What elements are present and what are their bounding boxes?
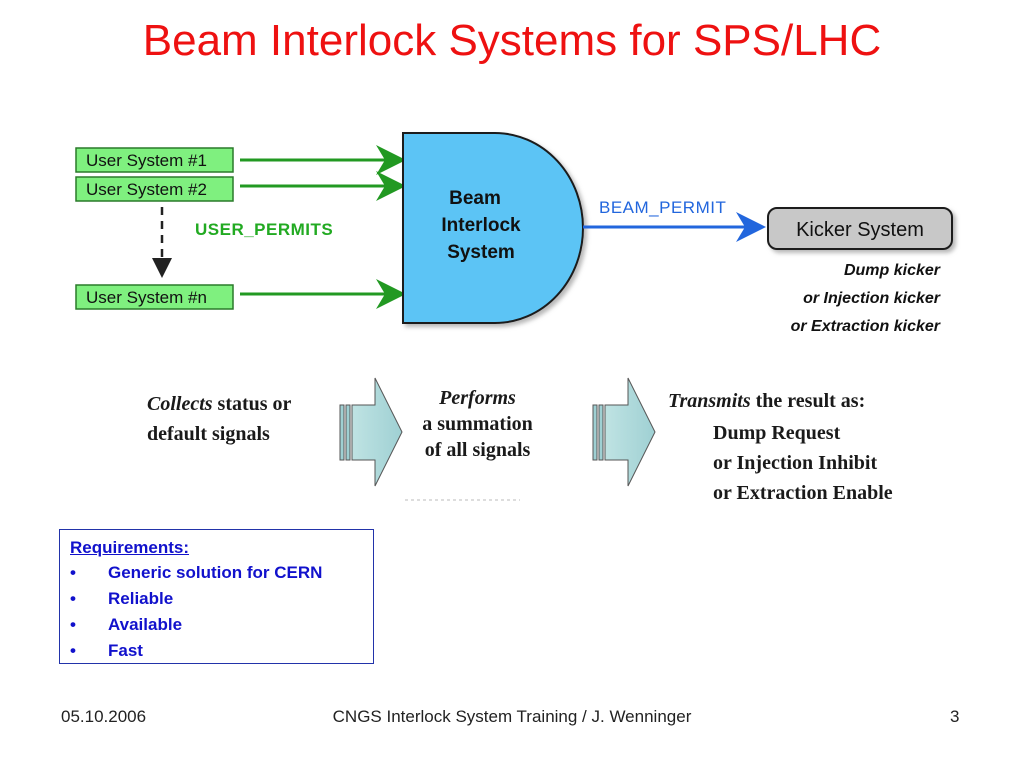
user-system-n-box: User System #n xyxy=(75,284,234,310)
user-permits-label: USER_PERMITS xyxy=(195,220,333,239)
collects-line1: status or xyxy=(212,393,292,415)
transmits-verb: Transmits xyxy=(668,390,751,412)
footer-page-number: 3 xyxy=(950,707,960,726)
kicker-type-2: or Injection kicker xyxy=(803,290,941,307)
requirements-title: Requirements: xyxy=(70,538,190,557)
svg-text:Kicker System: Kicker System xyxy=(796,219,924,241)
performs-verb: Performs xyxy=(439,387,516,409)
transmit-item-3: or Extraction Enable xyxy=(713,482,893,504)
flow-arrow-2 xyxy=(592,377,656,487)
footer-date: 05.10.2006 xyxy=(61,707,147,726)
kicker-type-1: Dump kicker xyxy=(844,262,941,279)
interlock-diagram: User System #1 User System #2 User Syste… xyxy=(75,132,953,501)
transmit-item-2: or Injection Inhibit xyxy=(713,452,878,474)
requirement-item: •Reliable xyxy=(70,586,363,612)
transmits-list: Dump Request or Injection Inhibit or Ext… xyxy=(713,418,893,508)
svg-text:User System #2: User System #2 xyxy=(86,180,207,199)
collects-line2: default signals xyxy=(147,423,270,445)
collects-verb: Collects xyxy=(147,393,213,415)
bis-label-line3: System xyxy=(447,242,515,263)
transmits-text: Transmits the result as: xyxy=(668,386,865,416)
user-system-1-box: User System #1 xyxy=(75,147,234,173)
beam-interlock-system-shape xyxy=(402,132,584,324)
footer-title: CNGS Interlock System Training / J. Wenn… xyxy=(332,707,692,726)
performs-line3: of all signals xyxy=(424,439,531,461)
svg-text:User System #1: User System #1 xyxy=(86,151,207,170)
slide-title: Beam Interlock Systems for SPS/LHC xyxy=(142,16,882,65)
svg-text:User System #n: User System #n xyxy=(86,288,207,307)
transmit-item-1: Dump Request xyxy=(713,422,841,444)
user-system-2-box: User System #2 xyxy=(75,176,234,202)
requirement-item: •Generic solution for CERN xyxy=(70,560,363,586)
collects-text: Collects status or default signals xyxy=(147,389,291,449)
kicker-type-3: or Extraction kicker xyxy=(791,318,941,335)
beam-permit-label: BEAM_PERMIT xyxy=(599,198,726,217)
requirement-item: •Available xyxy=(70,612,363,638)
performs-text: Performs a summation of all signals xyxy=(405,385,550,463)
performs-line2: a summation xyxy=(422,413,533,435)
kicker-system-box: Kicker System xyxy=(767,207,953,250)
requirement-label-2: Reliable xyxy=(108,589,174,608)
requirement-item: •Fast xyxy=(70,638,363,664)
requirement-label-4: Fast xyxy=(108,641,143,660)
bis-label-line2: Interlock xyxy=(441,215,521,236)
bis-label-line1: Beam xyxy=(449,188,501,209)
transmits-line1: the result as: xyxy=(750,390,866,412)
requirement-label-1: Generic solution for CERN xyxy=(108,563,323,582)
requirements-box: Requirements: •Generic solution for CERN… xyxy=(59,529,374,664)
flow-arrow-1 xyxy=(339,377,403,487)
requirement-label-3: Available xyxy=(108,615,183,634)
